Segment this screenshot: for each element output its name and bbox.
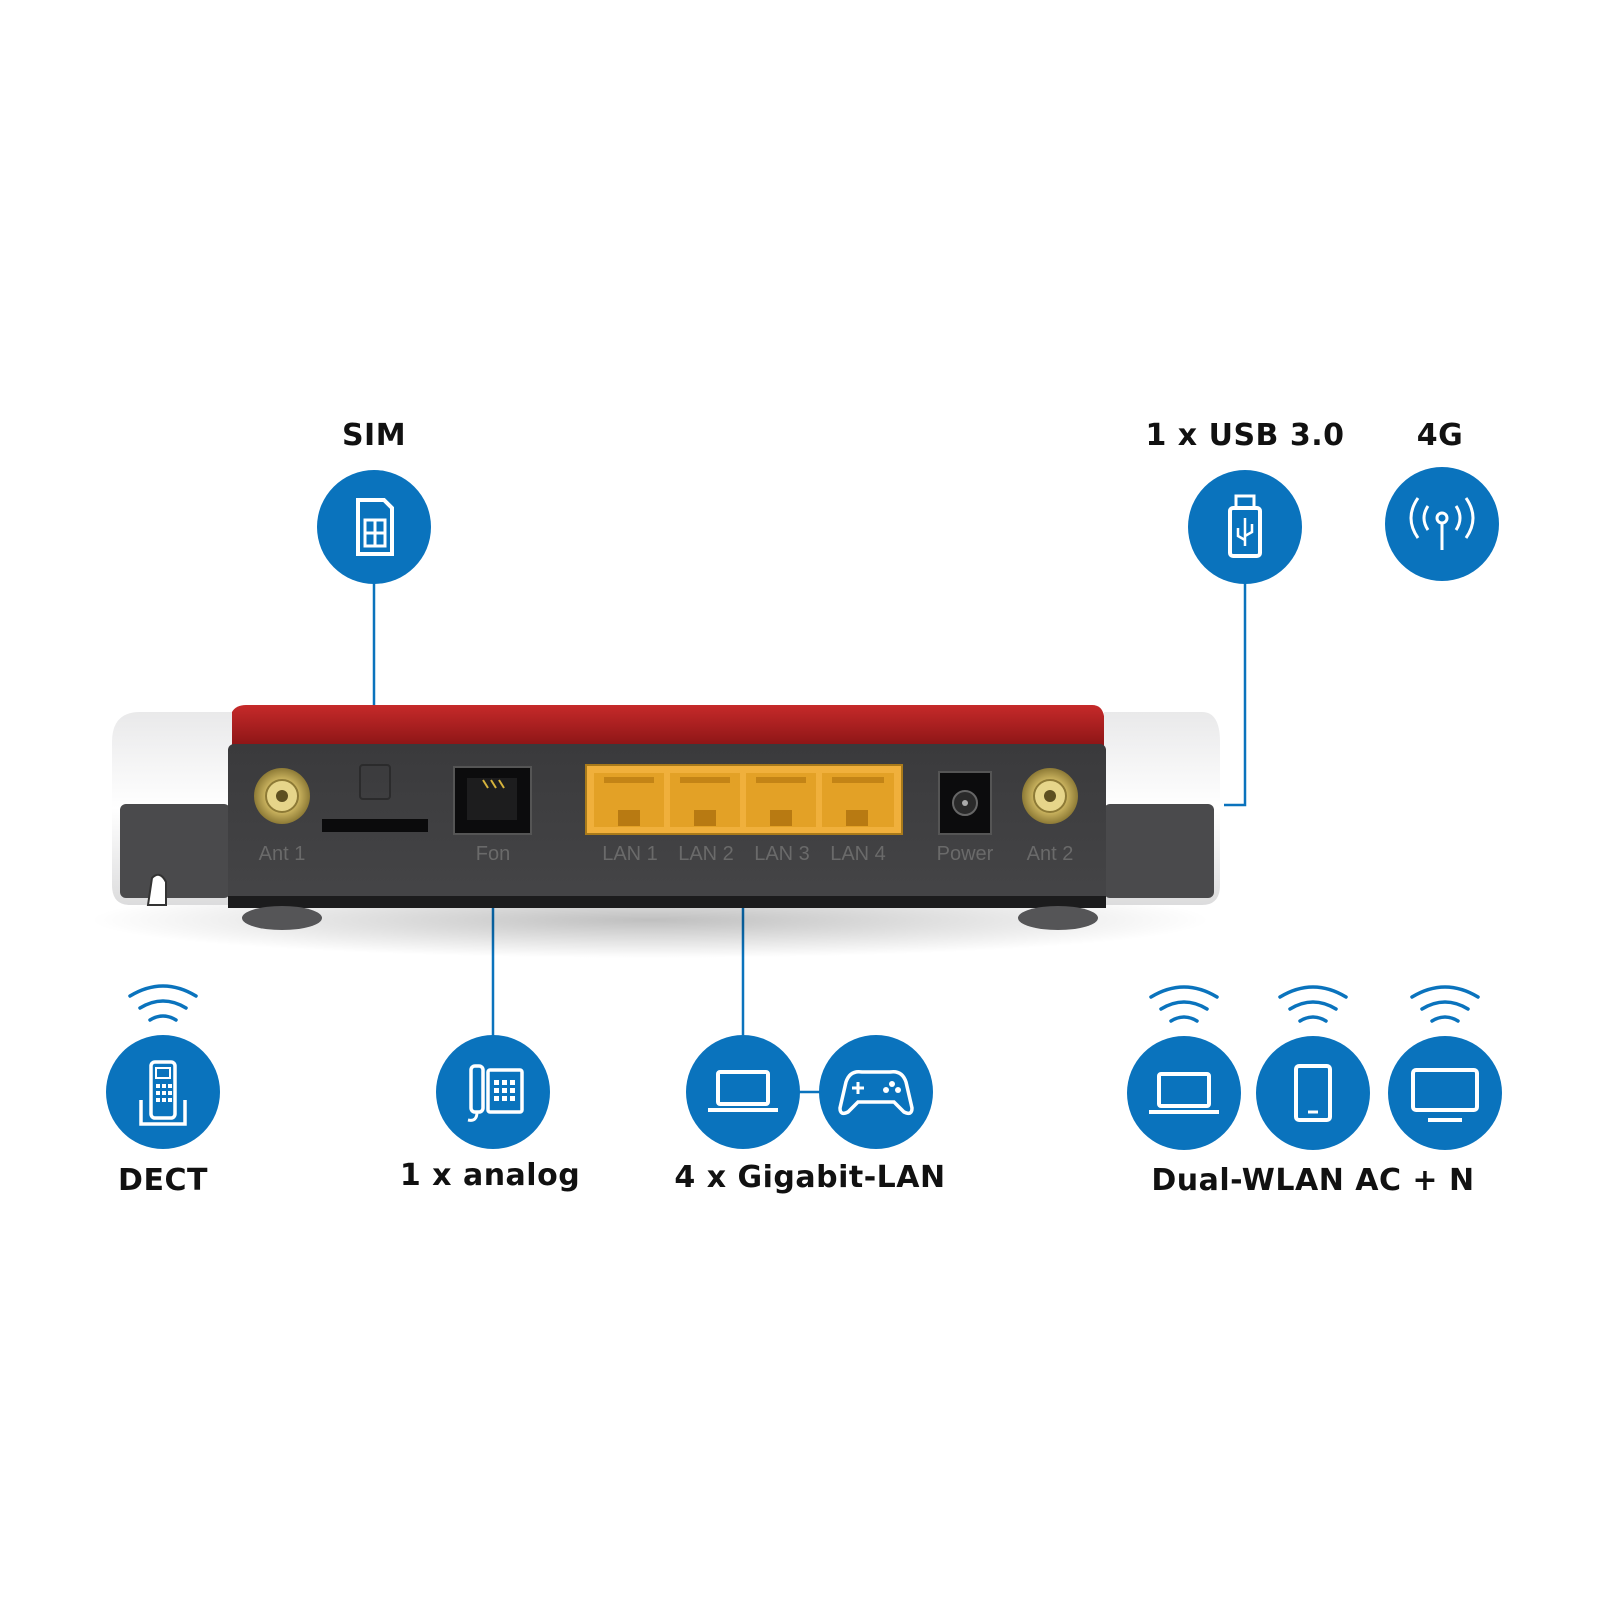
laptop-icon bbox=[686, 1035, 800, 1149]
router-right-cap-dark bbox=[1104, 804, 1214, 898]
router-red-top bbox=[230, 705, 1106, 746]
label-usb: 1 x USB 3.0 bbox=[1145, 418, 1345, 453]
wifi-waves bbox=[128, 984, 1480, 1023]
lan-ports bbox=[585, 764, 903, 835]
cordless-phone-icon bbox=[106, 1035, 220, 1149]
router-foot-left bbox=[242, 906, 322, 930]
wifi-icon-laptop bbox=[1149, 985, 1219, 1023]
tablet-icon bbox=[1256, 1036, 1370, 1150]
lan-port-4 bbox=[822, 773, 894, 827]
wifi-icon-monitor bbox=[1410, 985, 1480, 1023]
antenna-signal-icon bbox=[1385, 467, 1499, 581]
label-4g: 4G bbox=[1416, 418, 1464, 453]
port-label-lan4: LAN 4 bbox=[830, 843, 886, 865]
usb-connector-line bbox=[1224, 572, 1247, 807]
port-label-ant1: Ant 1 bbox=[259, 843, 306, 865]
lan-port-1 bbox=[594, 773, 664, 827]
wifi-icon-tablet bbox=[1278, 985, 1348, 1023]
fon-port bbox=[453, 766, 532, 835]
port-label-fon: Fon bbox=[476, 843, 510, 865]
label-lan: 4 x Gigabit-LAN bbox=[674, 1160, 946, 1195]
wlan-laptop-icon bbox=[1127, 1036, 1241, 1150]
port-label-lan2: LAN 2 bbox=[678, 843, 734, 865]
router-device: Ant 1 Fon LAN 1 LAN 2 LAN 3 LAN 4 Power … bbox=[90, 705, 1220, 958]
router-foot-right bbox=[1018, 906, 1098, 930]
port-label-power: Power bbox=[937, 843, 994, 865]
port-label-ant2: Ant 2 bbox=[1027, 843, 1074, 865]
label-analog: 1 x analog bbox=[399, 1158, 581, 1193]
label-dect: DECT bbox=[118, 1163, 208, 1198]
lan-port-2 bbox=[670, 773, 740, 827]
monitor-icon bbox=[1388, 1036, 1502, 1150]
feature-icons bbox=[106, 467, 1502, 1150]
router-left-cap-dark bbox=[120, 804, 230, 898]
desk-phone-icon bbox=[436, 1035, 550, 1149]
lan-port-3 bbox=[746, 773, 816, 827]
label-sim: SIM bbox=[341, 418, 407, 453]
sim-slot bbox=[322, 764, 428, 832]
label-wlan: Dual-WLAN AC + N bbox=[1151, 1163, 1475, 1198]
sim-card-icon bbox=[317, 470, 431, 584]
power-port bbox=[938, 771, 992, 835]
antenna-port-1 bbox=[254, 768, 310, 824]
antenna-port-2 bbox=[1022, 768, 1078, 824]
port-label-lan3: LAN 3 bbox=[754, 843, 810, 865]
wifi-icon-dect bbox=[128, 984, 198, 1022]
router-base bbox=[228, 896, 1106, 908]
gamepad-icon bbox=[819, 1035, 933, 1149]
usb-stick-icon bbox=[1188, 470, 1302, 584]
router-left-notch bbox=[146, 873, 167, 906]
port-label-lan1: LAN 1 bbox=[602, 843, 658, 865]
